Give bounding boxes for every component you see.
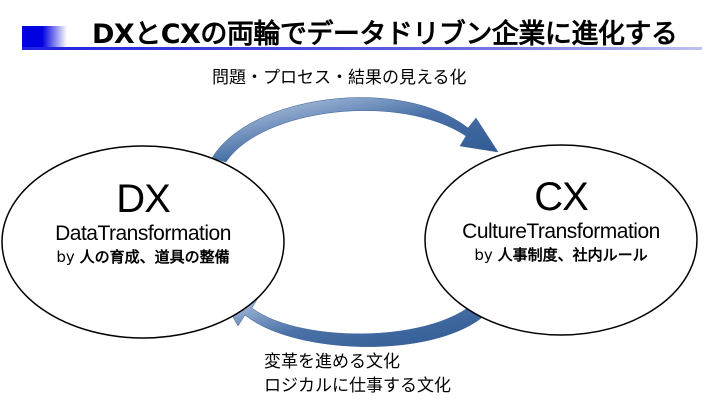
dx-label-group: DX DataTransformation by 人の育成、道具の整備 bbox=[13, 177, 273, 267]
slide-title: DXとCXの両輪でデータドリブン企業に進化する bbox=[92, 19, 678, 50]
cx-means: 人事制度、社内ルール bbox=[497, 246, 648, 264]
top-cycle-arrow bbox=[211, 97, 499, 163]
dx-means: 人の育成、道具の整備 bbox=[79, 248, 230, 266]
cx-by: by bbox=[474, 246, 493, 264]
cx-abbr: CX bbox=[534, 175, 589, 219]
cx-label-group: CX CultureTransformation by 人事制度、社内ルール bbox=[431, 175, 691, 265]
title-accent-bar bbox=[22, 26, 67, 48]
dx-by: by bbox=[56, 248, 75, 266]
dx-ellipse bbox=[1, 145, 285, 339]
bottom-arrow-label-1: 変革を進める文化 bbox=[264, 352, 400, 372]
cx-ellipse bbox=[424, 144, 698, 336]
dx-name: DataTransformation bbox=[55, 222, 231, 245]
top-arrow-label: 問題・プロセス・結果の見える化 bbox=[212, 68, 467, 88]
bottom-arrow-label-2: ロジカルに仕事する文化 bbox=[264, 376, 451, 396]
title-underline bbox=[22, 47, 702, 50]
dx-abbr: DX bbox=[116, 177, 171, 221]
cx-name: CultureTransformation bbox=[462, 220, 660, 243]
